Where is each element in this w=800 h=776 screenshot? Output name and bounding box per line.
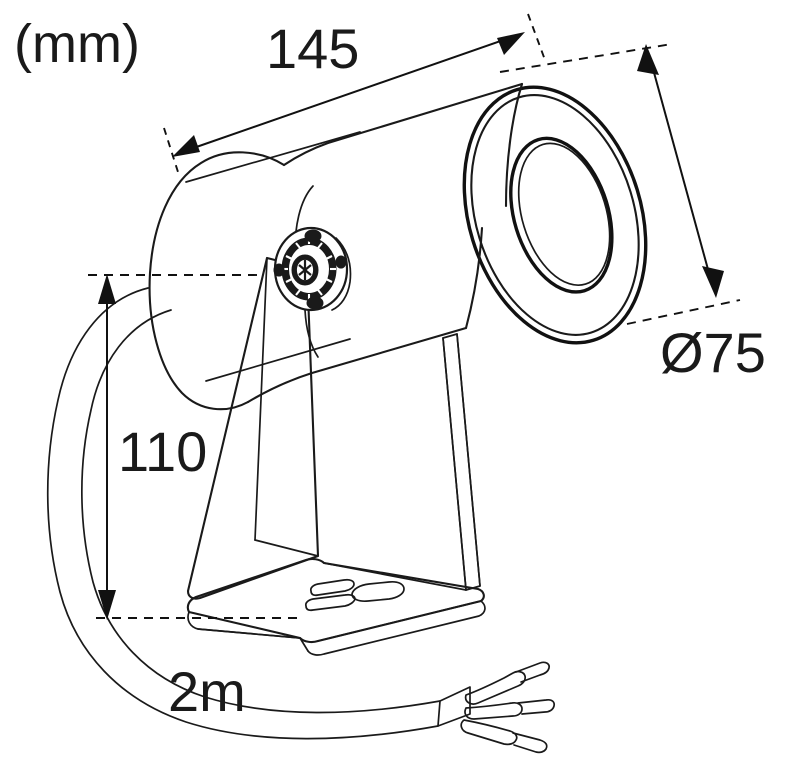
mount-bracket [186, 256, 486, 656]
lamp-barrel [148, 82, 524, 411]
dimension-diameter-75 [499, 43, 741, 325]
dimension-110 [88, 274, 300, 620]
unit-label: (mm) [14, 14, 140, 74]
dimension-label-110: 110 [118, 420, 207, 483]
pivot-joint [273, 226, 352, 312]
dimension-label-145: 145 [266, 17, 359, 80]
dimension-145 [163, 13, 546, 173]
dimension-label-diameter: Ø75 [660, 321, 766, 384]
cable-stripped-end [437, 661, 556, 754]
dimension-label-cable-length: 2m [168, 660, 246, 723]
front-bezel [462, 82, 648, 345]
supply-cable [46, 287, 441, 740]
